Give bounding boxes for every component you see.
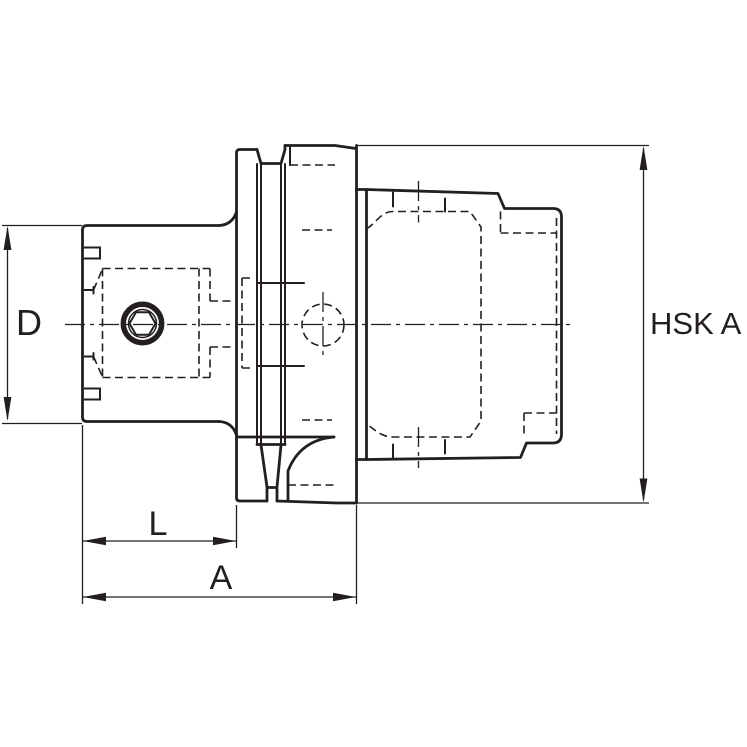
tool-bore-hidden <box>101 267 210 379</box>
body-outline <box>81 224 221 423</box>
hsk-arrow-up <box>639 146 648 170</box>
hsk-arrow-down <box>639 478 648 503</box>
dimension-layer <box>2 144 649 604</box>
d-extension-lines <box>2 224 82 425</box>
shank-outline <box>365 188 563 461</box>
hsk-extension-lines <box>340 144 649 504</box>
l-arrow-right <box>213 536 236 546</box>
dim-label-diameter: D <box>16 302 42 343</box>
face-step-top <box>82 246 101 260</box>
set-screw-outer-ring <box>120 301 165 346</box>
flange-top-edge <box>283 144 358 150</box>
shank-end-features-hidden <box>499 211 558 434</box>
flange-section-fillet-arc <box>286 435 336 503</box>
flange-groove-top <box>255 144 287 165</box>
flange-recess-hidden <box>288 164 335 486</box>
flange-inner-edges <box>257 282 305 367</box>
flange-bore-hidden <box>241 277 253 369</box>
a-arrow-right <box>333 592 356 602</box>
body-flange-fillet-top <box>217 210 238 227</box>
centerline-layer <box>65 181 575 468</box>
dim-label-shank-size: HSK A <box>650 306 742 341</box>
flange-front-face <box>235 148 242 503</box>
bore-entry-edges <box>81 286 95 361</box>
internal-layer <box>81 144 446 459</box>
dim-label-length: L <box>148 505 168 543</box>
hex-socket <box>128 311 157 336</box>
d-arrow-down <box>3 397 12 421</box>
body-flange-fillet-bottom <box>217 420 238 437</box>
face-step-bottom <box>82 387 101 401</box>
flange-inner-bore-hidden <box>302 229 332 421</box>
flange-contact-lip <box>355 188 368 461</box>
a-arrow-left <box>83 592 106 602</box>
l-arrow-left <box>83 536 106 546</box>
drive-slot-edges <box>392 191 446 459</box>
d-arrow-up <box>3 226 12 250</box>
groove-edge-circles <box>256 163 286 445</box>
bore-relief-hidden <box>209 268 235 378</box>
set-screw-thread-circle <box>127 308 158 339</box>
bore-entry-chamfer-hidden <box>92 268 104 378</box>
outline-layer <box>81 144 563 505</box>
dim-label-overall: A <box>209 559 233 597</box>
groove-section-profile <box>255 443 287 503</box>
